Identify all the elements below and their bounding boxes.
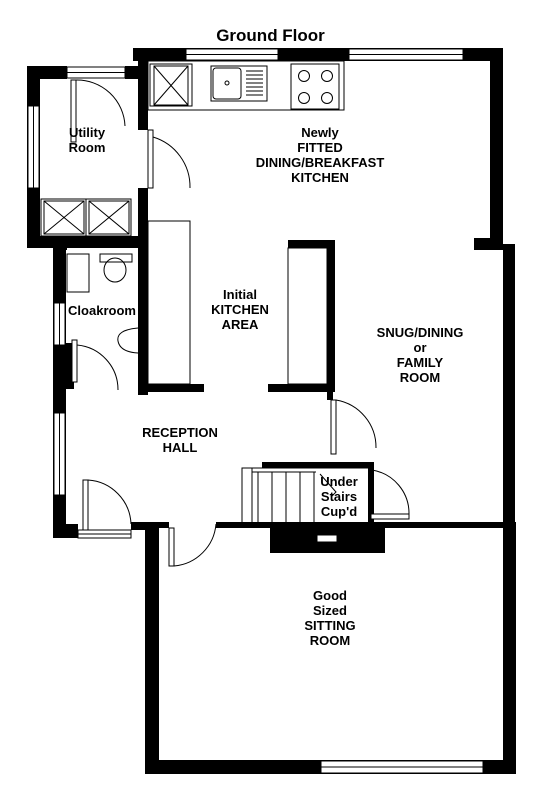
wall-snug-left-top	[288, 240, 334, 248]
door-under-stairs	[370, 469, 410, 520]
windows	[27, 48, 484, 774]
wall-hall-bottom-left	[53, 524, 78, 538]
wall-kitchen-left-upper	[138, 48, 148, 130]
wall-kitchen-right	[490, 48, 503, 250]
wall-initial-kitchen-bottom	[138, 384, 204, 392]
door-kitchen-utility	[147, 129, 191, 189]
kitchen-worktop	[147, 60, 345, 111]
wall-kitchen-left-lower	[138, 188, 148, 248]
plan-title: Ground Floor	[216, 26, 325, 45]
sink-drainer	[246, 70, 263, 96]
door-utility	[70, 79, 126, 143]
flue	[316, 534, 338, 543]
door-snug	[330, 399, 377, 455]
wall-utility-bottom	[27, 236, 147, 248]
door-cloakroom	[71, 339, 119, 391]
wall-cloak-top	[53, 244, 67, 250]
wall-sitting-left	[145, 522, 159, 774]
initial-kitchen-worktop-left	[147, 220, 191, 385]
door-sitting-room	[168, 523, 217, 567]
label-cloakroom: Cloakroom	[68, 303, 136, 318]
wc-icon	[103, 257, 127, 283]
wall-under-stairs-right	[368, 462, 374, 524]
wall-snug-left-b	[327, 390, 333, 400]
sink-icon	[210, 65, 268, 102]
wall-hall-bottom-right	[131, 522, 159, 530]
initial-kitchen-worktop-right	[287, 247, 328, 385]
cloak-cistern	[66, 253, 90, 293]
wall-snug-bottom-left	[268, 384, 334, 392]
wall-kitchen-step	[474, 238, 503, 250]
wall-cloak-bottom	[66, 343, 74, 389]
wall-snug-right	[503, 244, 515, 532]
wall-cloak-right	[138, 245, 148, 395]
door-front	[82, 479, 132, 531]
basin-icon	[117, 327, 139, 354]
fixtures	[40, 60, 368, 543]
appliance-box	[149, 63, 193, 107]
wall-under-stairs-top	[262, 462, 374, 468]
utility-appliance-2	[85, 198, 132, 237]
doors	[70, 79, 410, 567]
wall-sitting-right	[503, 524, 516, 774]
staircase	[241, 467, 368, 525]
hob-icon	[290, 63, 340, 110]
wall-snug-left	[327, 240, 335, 392]
